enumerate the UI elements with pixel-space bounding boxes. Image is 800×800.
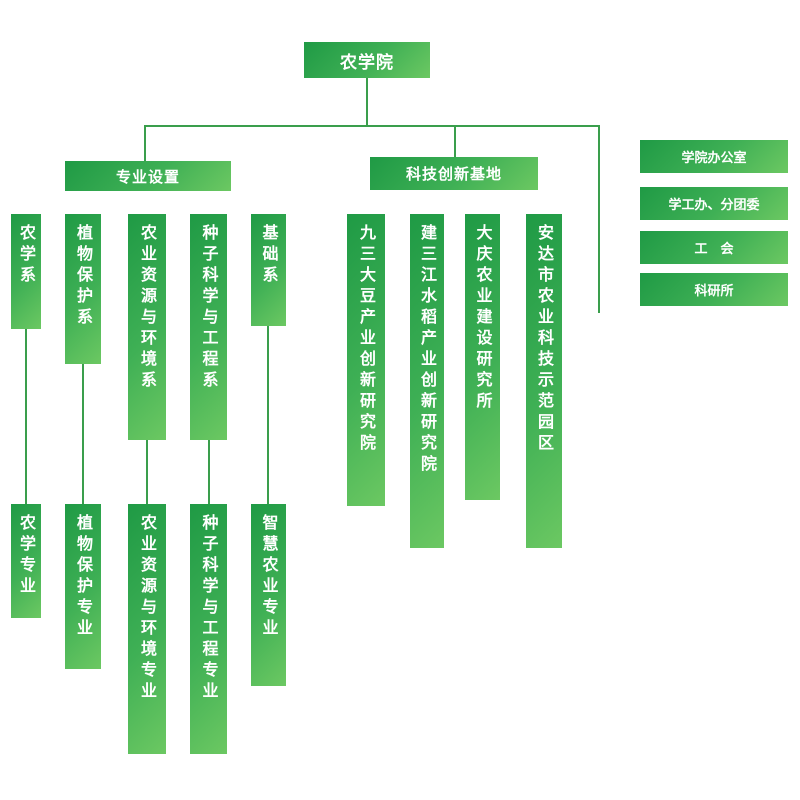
department-node-plant-protection: 植物保护系 xyxy=(65,214,101,364)
connector-to-majors xyxy=(144,125,146,161)
major-node-agronomy: 农学专业 xyxy=(11,504,41,618)
major-node-smart-agriculture: 智慧农业专业 xyxy=(251,504,286,686)
connector-main-horizontal xyxy=(144,125,600,127)
connector-dept-5 xyxy=(267,326,269,504)
institute-node-jiansanjiang-rice: 建三江水稻产业创新研究院 xyxy=(410,214,444,548)
institute-node-daqing-construction: 大庆农业建设研究所 xyxy=(465,214,500,500)
institute-node-jiusan-soybean: 九三大豆产业创新研究院 xyxy=(347,214,385,506)
root-node: 农学院 xyxy=(304,42,430,78)
connector-dept-1 xyxy=(25,329,27,504)
connector-to-innovation xyxy=(454,125,456,157)
major-node-plant-protection: 植物保护专业 xyxy=(65,504,101,669)
office-node-research-office: 科研所 xyxy=(640,273,788,306)
connector-dept-4 xyxy=(208,440,210,504)
department-node-foundation: 基础系 xyxy=(251,214,286,326)
office-node-labor-union: 工 会 xyxy=(640,231,788,264)
major-node-agri-resources: 农业资源与环境专业 xyxy=(128,504,166,754)
department-node-seed-science: 种子科学与工程系 xyxy=(190,214,227,440)
majors-branch-node: 专业设置 xyxy=(65,161,231,191)
connector-dept-2 xyxy=(82,364,84,504)
connector-dept-3 xyxy=(146,440,148,504)
innovation-branch-node: 科技创新基地 xyxy=(370,157,538,190)
institute-node-anda-demo-park: 安达市农业科技示范园区 xyxy=(526,214,562,548)
office-node-student-affairs: 学工办、分团委 xyxy=(640,187,788,220)
office-node-college-office: 学院办公室 xyxy=(640,140,788,173)
department-node-agronomy: 农学系 xyxy=(11,214,41,329)
major-node-seed-science: 种子科学与工程专业 xyxy=(190,504,227,754)
connector-root-down xyxy=(366,78,368,126)
connector-to-offices xyxy=(598,125,600,313)
department-node-agri-resources: 农业资源与环境系 xyxy=(128,214,166,440)
